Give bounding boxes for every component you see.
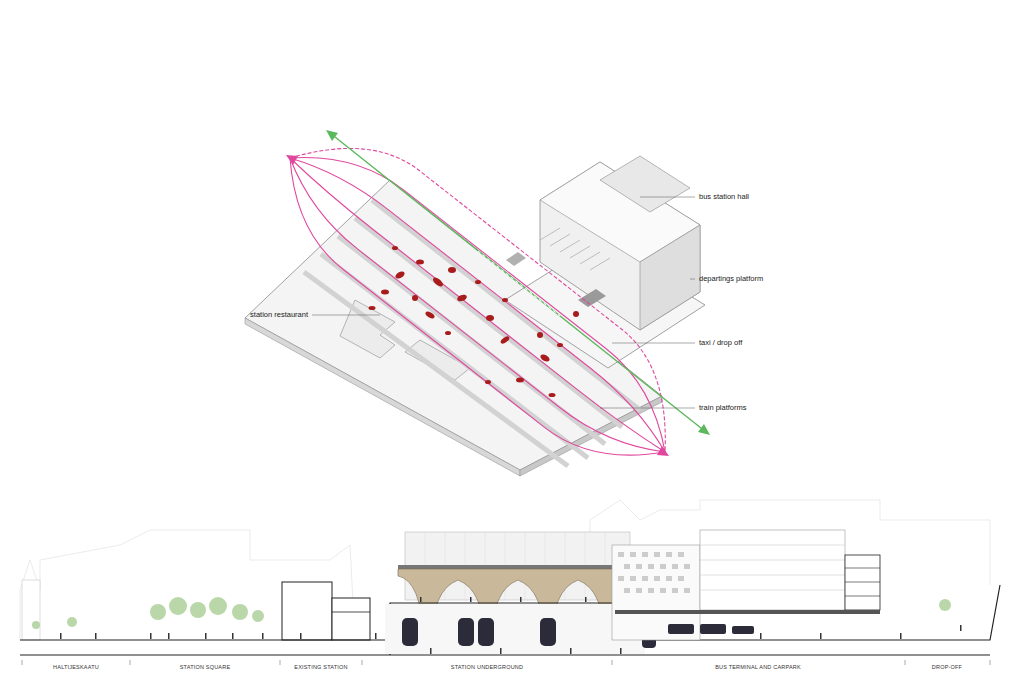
- track-arrowhead: [286, 155, 298, 165]
- zone-label: STATION UNDERGROUND: [451, 664, 523, 670]
- zone-label: EXISTING STATION: [294, 664, 347, 670]
- existing-station: [282, 582, 370, 640]
- callout-label: bus station hall: [699, 193, 749, 201]
- passenger-flow: [326, 130, 710, 435]
- buses: [668, 624, 754, 634]
- zone-label: DROP-OFF: [932, 664, 962, 670]
- street-left: [22, 580, 40, 640]
- zone-label: BUS TERMINAL AND CARPARK: [715, 664, 801, 670]
- zone-label: HALTIJESKAATU: [53, 664, 99, 670]
- train-tracks: [290, 148, 665, 455]
- leader-lines: [312, 197, 695, 408]
- bus-terminal-buildings: [612, 530, 880, 640]
- track-arrowhead: [657, 446, 669, 456]
- bus-station-hall: [505, 156, 705, 368]
- callout-label: station restaurant: [250, 311, 308, 319]
- zone-label: STATION SQUARE: [180, 664, 231, 670]
- people: [60, 597, 962, 654]
- underground-level: [385, 604, 645, 654]
- callout-label: taxi / drop off: [699, 339, 742, 347]
- callout-label: departings platform: [699, 275, 763, 283]
- callout-label: train platforms: [699, 404, 747, 412]
- people-blobs: [369, 246, 580, 397]
